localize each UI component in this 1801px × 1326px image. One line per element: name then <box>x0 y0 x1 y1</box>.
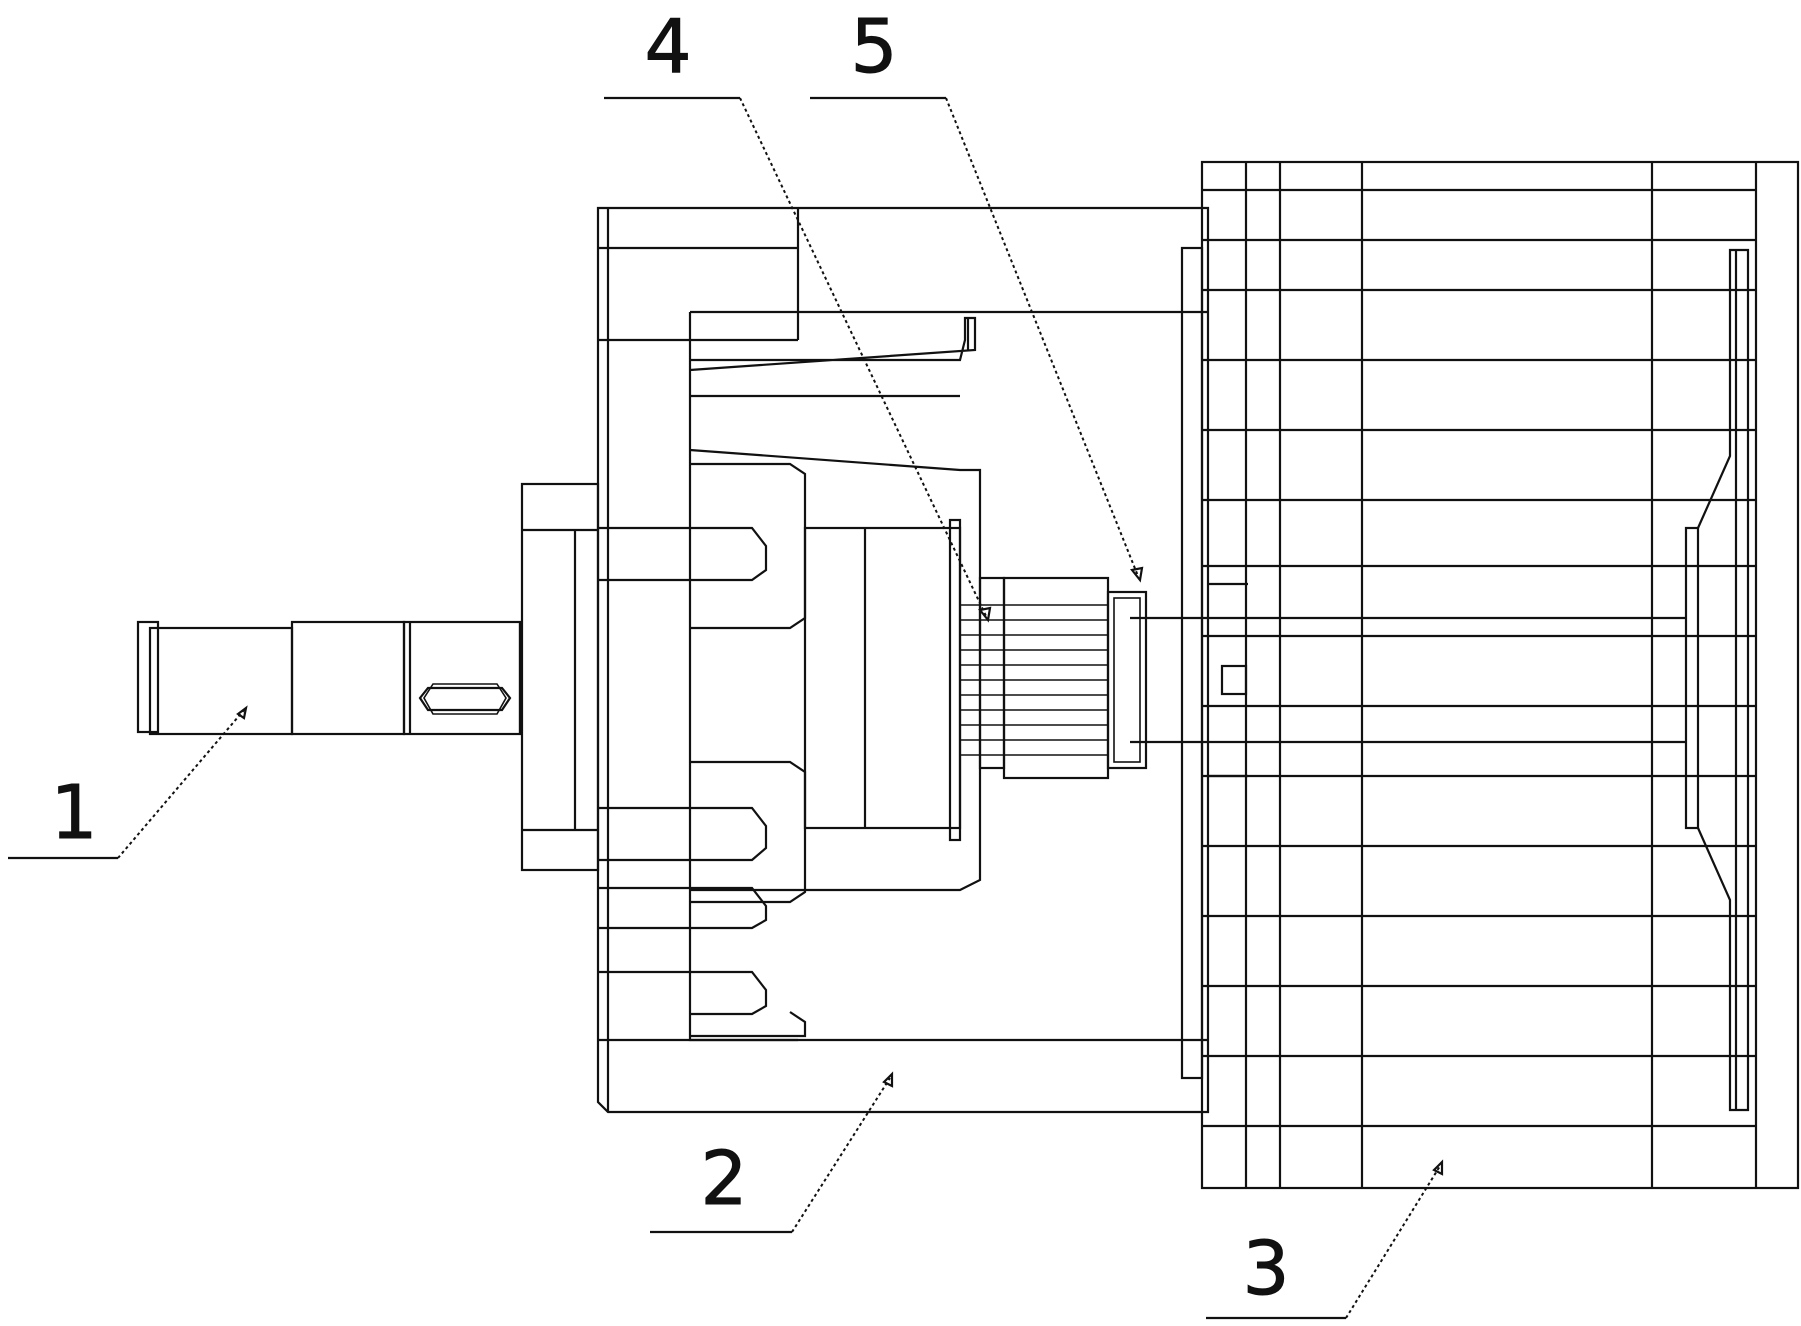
reducer-housing <box>520 206 1210 1114</box>
callout-3: 3 <box>1242 1226 1289 1312</box>
gear-sleeve <box>1002 576 1148 780</box>
callout-1: 1 <box>50 770 97 856</box>
callout-5: 5 <box>850 4 897 90</box>
leader-lines <box>8 96 1444 1320</box>
motor-body <box>1130 160 1800 1190</box>
callout-4: 4 <box>644 4 691 90</box>
output-shaft <box>136 620 522 736</box>
sun-gear <box>960 576 1006 770</box>
callout-2: 2 <box>700 1136 747 1222</box>
